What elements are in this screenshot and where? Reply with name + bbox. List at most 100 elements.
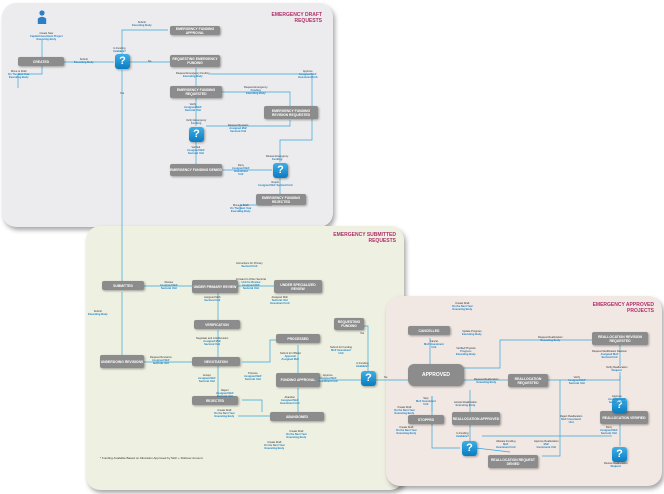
node-created[interactable]: CREATED [18, 57, 64, 66]
transition-label-line: Available? [456, 435, 469, 438]
node-emergency-funding-approval[interactable]: EMERGENCY FUNDING APPROVAL [170, 26, 220, 35]
transition-label-line: No [384, 376, 388, 379]
transition-label-line: Capital Investment Project [30, 35, 63, 38]
node-emergency-funding-requested[interactable]: EMERGENCY FUNDING REQUESTED [170, 86, 222, 98]
node-negotiation[interactable]: NEGOTIATION [192, 357, 240, 366]
node-emergency-funding-rejected[interactable]: EMERGENCY FUNDING REJECTED [256, 194, 306, 205]
transition-label-line: Deny [605, 426, 612, 429]
transition-label-line: Executing Body [214, 415, 235, 418]
transition-label-line: Is Funding [456, 432, 469, 435]
transition-label-line: On the Next Year [396, 429, 417, 432]
transition-label-line: Yes [360, 332, 365, 335]
node-verification[interactable]: VERIFICATION [194, 320, 240, 329]
transition-label-line: Abandon [284, 396, 295, 399]
node-reallocation-revision-requested[interactable]: REALLOCATION REVISION REQUESTED [592, 332, 648, 345]
transition-label-line: Executing Body [462, 333, 482, 336]
transition-label-line: Request [611, 369, 622, 372]
transition-label-line: Investment Unit [270, 302, 290, 305]
node-approved[interactable]: APPROVED [408, 364, 464, 386]
node-submitted[interactable]: SUBMITTED [102, 281, 144, 290]
transition-label-line: Unit for Review [241, 281, 261, 284]
transition-label-line: Accept [202, 374, 211, 377]
transition-label-line: On The Next Year [230, 207, 252, 210]
transition-label-line: Assigned MoF [600, 429, 618, 432]
node-emergency-funding-denied[interactable]: EMERGENCY FUNDING DENIED [170, 164, 222, 176]
transition-label-line: Sectoral Unit [600, 432, 617, 435]
node-reallocation-request-denied[interactable]: REALLOCATION REQUEST DENIED [488, 455, 538, 468]
node-reallocation-approved[interactable]: REALLOCATION APPROVED [452, 412, 500, 425]
transition-label-line: Forward to Other Sectoral [236, 278, 266, 281]
transition-label-line: Sectoral Unit [601, 356, 618, 359]
node-requesting-emergency-funding[interactable]: REQUESTING EMERGENCY FUNDING [170, 55, 220, 67]
node-under-specialized-review[interactable]: UNDER SPECIALIZED REVIEW [274, 280, 322, 293]
transition-label-line: Submit for Funding [330, 346, 352, 349]
transition-label-line: Assigned MoF [568, 379, 586, 382]
transition-label-line: Assigned MoF [298, 73, 317, 76]
transition-label: Yes [120, 92, 124, 95]
transition-label-line: Negotiate and Link Revision [196, 337, 229, 340]
transition-label-line: Approve [322, 374, 333, 377]
node-underdoing-revisions[interactable]: UNDERDOING REVISIONS [100, 355, 144, 368]
transition-label-line: Unit [423, 403, 429, 406]
transition-label-line: Executing Body [8, 76, 29, 79]
transition-label-line: Reject [221, 389, 229, 392]
transition-label-line: Review Reallocation [604, 462, 628, 465]
node-requesting-funding[interactable]: REQUESTING FUNDING [334, 318, 364, 330]
transition-label-line: Assigned MoF [184, 106, 202, 109]
transition-label-line: Assigned MoF [232, 167, 250, 170]
transition-label-line: Assigned MoF [229, 127, 248, 130]
decision-question-icon: ? [189, 127, 204, 142]
transition-label-line: Cancel [429, 340, 438, 343]
transition-label-line: Progress [460, 350, 472, 353]
node-under-primary-review[interactable]: UNDER PRIMARY REVIEW [192, 280, 238, 293]
transition-label-line: Executing Body [452, 308, 473, 311]
node-stopped[interactable]: STOPPED [408, 415, 444, 424]
decision-question-icon: ? [612, 398, 627, 413]
draft-title-line1: EMERGENCY DRAFT [271, 12, 322, 18]
transition-label-line: On the Next Year [264, 444, 285, 447]
transition-label-line: Sectoral Unit [241, 265, 258, 268]
node-emergency-funding-revision-requested[interactable]: EMERGENCY FUNDING REVISION REQUESTED [264, 106, 318, 119]
transition-label-line: Move to Draft [232, 204, 249, 207]
transition-label: No [384, 376, 387, 379]
transition-label-line: Review [164, 281, 174, 284]
transition-label-line: Yes [120, 92, 125, 95]
transition-label-line: Assigned MoF [600, 353, 619, 356]
transition-label-line: Sectoral Unit [230, 130, 247, 133]
transition-label-line: Executing Body [132, 24, 152, 27]
node-rejected[interactable]: REJECTED [192, 396, 238, 405]
transition-label: Yes [360, 332, 364, 335]
node-reallocation-verified[interactable]: REALLOCATION VERIFIED [600, 411, 648, 424]
transition-label-line: Funding [250, 89, 261, 92]
transition-label-line: Accept Reallocation [454, 401, 477, 404]
transition-label-line: Create Draft [217, 409, 232, 412]
transition-label-line: Assigned MoF [242, 284, 260, 287]
transition-label-line: Create New [39, 32, 54, 35]
transition-label-line: On the Next Year [394, 409, 415, 412]
transition-label-line: Sectoral Unit [160, 287, 177, 290]
transition-label-line: Sectoral Unit [608, 401, 625, 404]
transition-label-line: Create Draft [267, 441, 282, 444]
node-cancelled[interactable]: CANCELLED [408, 326, 450, 335]
node-funding-approval[interactable]: FUNDING APPROVAL [276, 373, 320, 387]
node-processed[interactable]: PROCESSED [276, 334, 320, 343]
transition-label-line: Investment Unit [536, 446, 557, 449]
node-abandoned[interactable]: ABANDONED [270, 412, 324, 421]
transition-label-line: Assigned MoF [281, 358, 300, 361]
transition-label-line: Move to Draft [10, 70, 27, 73]
node-reallocation-requested[interactable]: REALLOCATION REQUESTED [508, 374, 548, 387]
approved-title-line2: PROJECTS [627, 308, 654, 314]
transition-label-line: MoF Investment [331, 349, 351, 352]
transition-label-line: Unit [431, 346, 437, 349]
